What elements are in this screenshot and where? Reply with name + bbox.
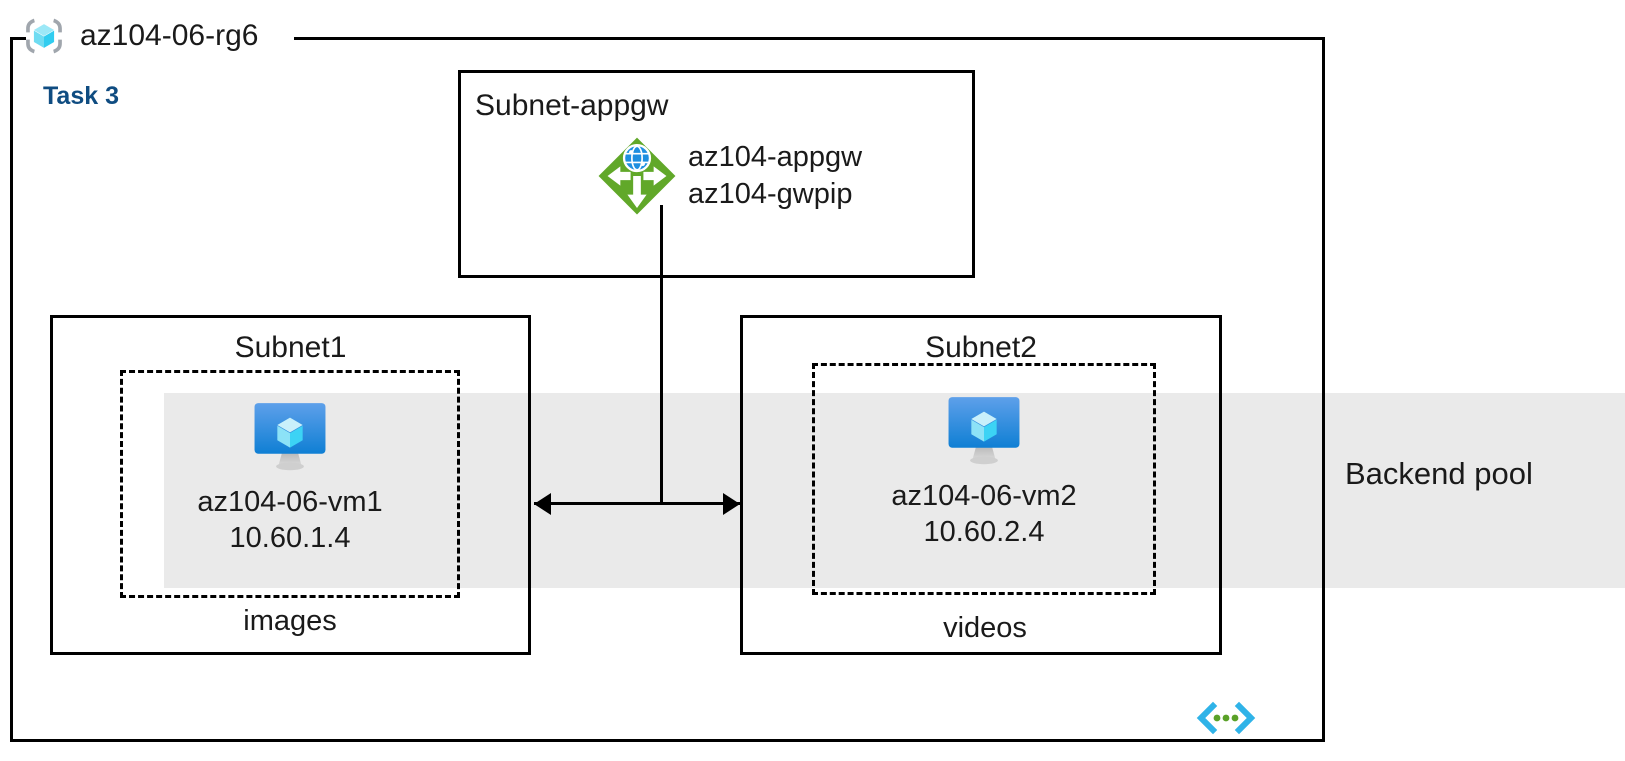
- subnet1-box: Subnet1: [50, 315, 531, 655]
- subnet1-vm-boundary: [120, 370, 460, 598]
- subnet1-title: Subnet1: [234, 331, 347, 364]
- appgw-vertical-connector: [660, 205, 663, 505]
- virtual-machine-icon: [858, 392, 1110, 468]
- subnet1-vm-block: az104-06-vm1 10.60.1.4: [165, 398, 415, 557]
- subnet1-vm-ip: 10.60.1.4: [229, 522, 351, 555]
- appgw-public-ip-name: az104-gwpip: [688, 178, 853, 210]
- resource-group-icon: [22, 14, 66, 58]
- application-gateway-icon: [596, 135, 678, 217]
- subnet2-vm-boundary: [812, 363, 1156, 595]
- subnet-link-line: [534, 502, 740, 505]
- subnet2-vm-block: az104-06-vm2 10.60.2.4: [858, 392, 1110, 551]
- subnet-appgw-title: Subnet-appgw: [475, 89, 669, 122]
- subnet2-box: Subnet2: [740, 315, 1222, 655]
- subnet2-title: Subnet2: [925, 331, 1037, 364]
- subnet-appgw-box: Subnet-appgw: [458, 70, 975, 278]
- resource-group-title-gap: [26, 22, 294, 54]
- subnet2-footer-label: videos: [943, 612, 1027, 644]
- subnet2-vm-name: az104-06-vm2: [891, 480, 1077, 512]
- arrow-head-right-icon: [723, 493, 740, 515]
- application-gateway-group: az104-appgw az104-gwpip: [596, 135, 862, 217]
- resource-group-name: az104-06-rg6: [80, 19, 259, 52]
- resource-group-header: az104-06-rg6: [22, 8, 258, 64]
- task-label: Task 3: [43, 82, 119, 110]
- subnet2-vm-ip: 10.60.2.4: [923, 516, 1045, 549]
- resource-group-frame: [10, 37, 1325, 742]
- appgw-resource-name: az104-appgw: [688, 140, 863, 173]
- virtual-machine-icon: [165, 398, 415, 474]
- subnet1-footer-label: images: [243, 605, 337, 637]
- application-gateway-labels: az104-appgw az104-gwpip: [688, 139, 862, 213]
- backend-pool-label: Backend pool: [1345, 456, 1533, 491]
- code-brackets-icon: [1196, 694, 1256, 742]
- arrow-head-left-icon: [534, 493, 551, 515]
- subnet1-vm-name: az104-06-vm1: [197, 486, 383, 518]
- backend-pool-band: [164, 393, 1625, 588]
